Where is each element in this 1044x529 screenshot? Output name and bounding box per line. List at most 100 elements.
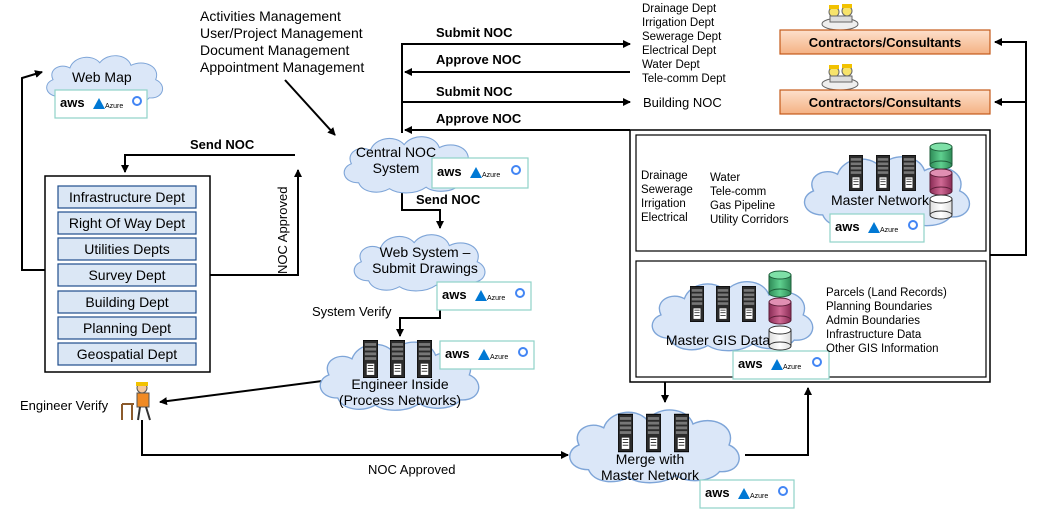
network-item: Drainage [641,170,688,182]
activities-connector [284,79,336,136]
azure-logo: Azure [880,227,898,234]
server-icon [363,340,378,378]
aws-logo: aws [445,346,470,361]
department-item: Infrastructure Dept [69,189,185,205]
network-item: Electrical [641,212,688,224]
azure-logo: Azure [487,295,505,302]
azure-icon [475,290,487,301]
activity-item: Appointment Management [200,59,364,75]
gis-info-list: Parcels (Land Records) Planning Boundari… [826,287,947,355]
department-item: Building Dept [85,294,168,310]
department-item: Geospatial Dept [77,346,178,362]
database-stack [929,142,953,220]
network-item: Irrigation [641,198,686,210]
google-cloud-icon [511,165,521,175]
submit-noc-label: Submit NOC [436,84,513,99]
azure-logo: Azure [490,354,508,361]
aws-logo: aws [437,164,462,179]
server-icon [742,286,756,322]
network-item: Sewerage [641,184,693,196]
system-verify-connector [396,300,441,337]
server-icon [417,340,432,378]
network-item: Gas Pipeline [710,200,775,212]
engineer-verify-label: Engineer Verify [20,398,109,413]
web-system-subtitle: Submit Drawings [372,260,478,276]
cloud-provider-logos: aws Azure [699,479,795,509]
server-icon [716,286,730,322]
aws-logo: aws [705,485,730,500]
aws-logo: aws [442,287,467,302]
department-item: Planning Dept [83,320,171,336]
building-noc-label: Building NOC [643,95,722,110]
server-icon [390,340,405,378]
azure-icon [771,359,783,370]
contractor-label: Contractors/Consultants [809,35,961,50]
department-item: Right Of Way Dept [69,215,185,231]
server-icon [849,155,863,191]
server-icon [876,155,890,191]
utility-dept-item: Sewerage Dept [642,31,722,43]
network-item: Utility Corridors [710,214,789,226]
cloud-provider-logos: aws Azure [431,157,529,189]
department-list: Infrastructure Dept Right Of Way Dept Ut… [57,185,197,366]
department-item: Utilities Depts [84,241,170,257]
noc-approved-connector [198,169,302,276]
cloud-provider-logos: aws Azure [436,281,532,311]
approve-noc-label: Approve NOC [436,111,522,126]
database-icon [929,168,953,196]
azure-icon [478,349,490,360]
noc-approved-vertical-label: NOC Approved [275,187,290,274]
network-item: Tele-comm [710,186,766,198]
contractor-box [779,89,991,115]
gis-item: Admin Boundaries [826,315,920,327]
cloud-provider-logos: aws Azure [732,350,830,380]
merge-subtitle: Master Network [601,467,700,483]
database-stack [768,270,792,351]
system-verify-label: System Verify [312,304,392,319]
aws-logo: aws [60,95,85,110]
engineer-subtitle: (Process Networks) [339,392,461,408]
google-cloud-icon [518,347,528,357]
azure-icon [738,488,750,499]
google-cloud-icon [132,96,142,106]
azure-logo: Azure [105,103,123,110]
web-map-label: Web Map [72,69,132,85]
azure-logo: Azure [783,364,801,371]
contractor-box [779,29,991,55]
department-item: Survey Dept [88,267,165,283]
database-icon [768,297,792,325]
utility-dept-item: Electrical Dept [642,45,717,57]
azure-icon [868,222,880,233]
database-icon [929,142,953,170]
database-icon [768,270,792,298]
send-noc-connector-mid [401,188,444,229]
google-cloud-icon [515,288,525,298]
engineer-at-desk-icon [121,382,151,421]
merge-to-master-connector [745,387,812,456]
utility-dept-item: Tele-comm Dept [642,73,727,85]
submit-noc-label: Submit NOC [436,25,513,40]
server-icon [902,155,916,191]
utility-depts-list: Drainage Dept Irrigation Dept Sewerage D… [642,3,727,85]
master-network-label: Master Network [831,192,930,208]
aws-logo: aws [835,219,860,234]
gis-item: Parcels (Land Records) [826,287,947,299]
noc-approved-bottom-label: NOC Approved [368,462,455,477]
engineer-verify-connector [159,379,331,406]
send-noc-connector [121,154,295,173]
workers-icon [821,3,859,30]
database-icon [929,194,953,220]
gis-item: Other GIS Information [826,343,939,355]
utility-dept-item: Water Dept [642,59,701,71]
utility-dept-item: Drainage Dept [642,3,717,15]
utility-dept-item: Irrigation Dept [642,17,715,29]
google-cloud-icon [812,357,822,367]
network-list-col2: Water Tele-comm Gas Pipeline Utility Cor… [710,172,789,226]
send-noc-label: Send NOC [190,137,255,152]
azure-logo: Azure [750,493,768,500]
activity-item: Document Management [200,42,350,58]
aws-logo: aws [738,356,763,371]
web-system-title: Web System – [380,244,471,260]
activity-item: Activities Management [200,8,341,24]
central-noc-title: Central NOC [356,144,436,160]
